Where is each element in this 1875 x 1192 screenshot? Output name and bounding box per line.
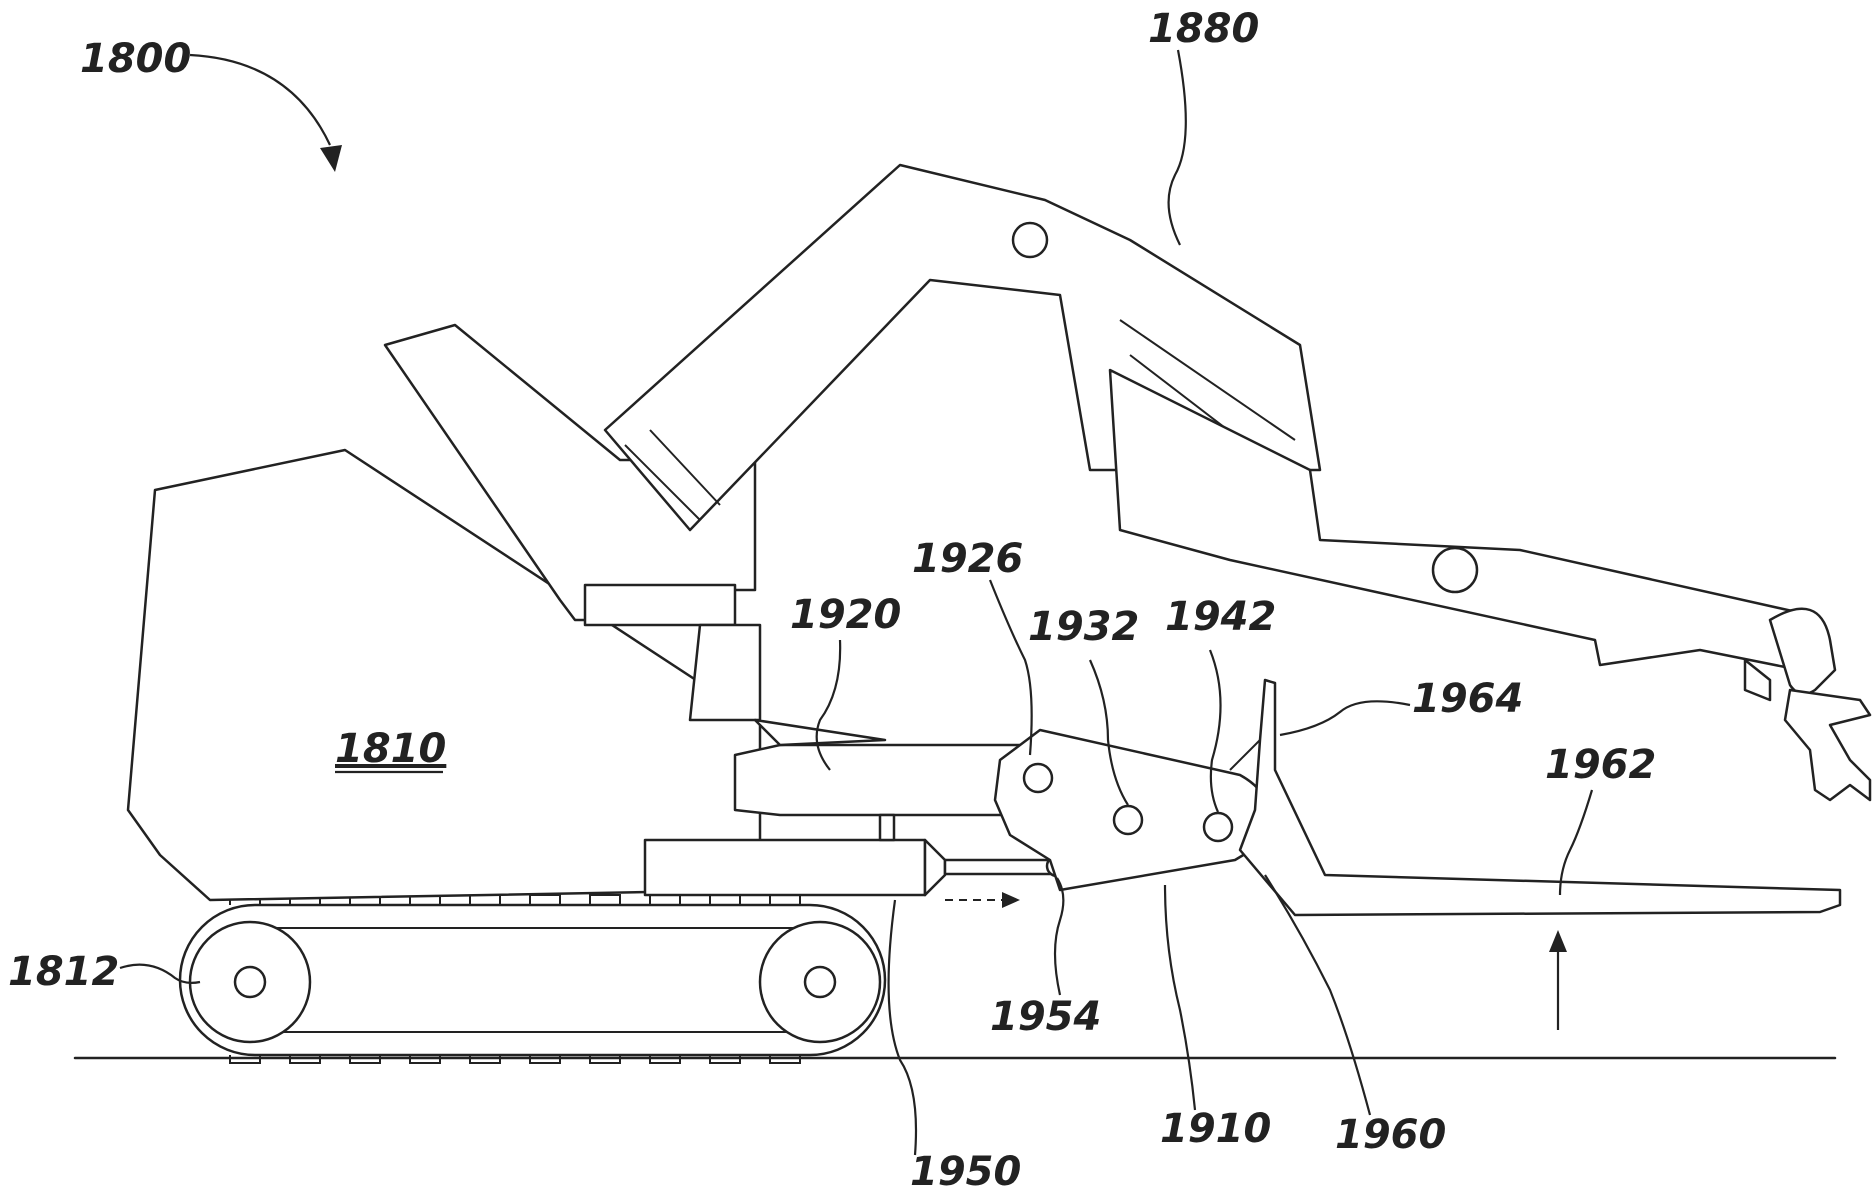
- label-1880: 1880: [1148, 6, 1259, 52]
- label-1950: 1950: [910, 1149, 1021, 1192]
- lower-actuator: [645, 840, 925, 895]
- pivot-1932: [1114, 806, 1142, 834]
- label-1960: 1960: [1335, 1112, 1446, 1158]
- label-1920: 1920: [790, 592, 901, 638]
- pivot-1926: [1024, 764, 1052, 792]
- track-assembly: [180, 895, 885, 1063]
- label-1942: 1942: [1165, 594, 1276, 640]
- label-1800: 1800: [80, 36, 191, 82]
- label-1964: 1964: [1412, 676, 1523, 722]
- label-1932: 1932: [1028, 604, 1139, 650]
- pivot-1942: [1204, 813, 1232, 841]
- label-1926: 1926: [912, 536, 1023, 582]
- label-1954: 1954: [990, 994, 1101, 1040]
- label-1910: 1910: [1160, 1106, 1271, 1152]
- label-1810: 1810: [335, 726, 446, 772]
- label-1812: 1812: [8, 949, 119, 995]
- fork-frame: [1240, 680, 1840, 915]
- label-1962: 1962: [1545, 742, 1656, 788]
- upper-actuator: [735, 745, 1020, 815]
